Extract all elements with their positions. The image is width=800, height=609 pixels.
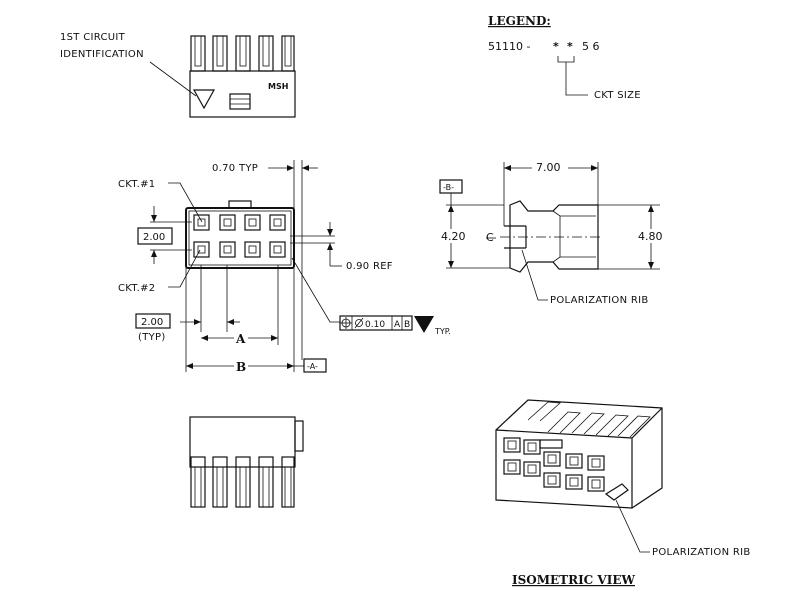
iso-cavities: [503, 437, 605, 492]
surface-triangle-icon: [414, 316, 434, 333]
legend-wildcard-2: *: [567, 40, 573, 53]
tolerance-datum-b: B: [404, 320, 410, 330]
centerline-symbol: C: [486, 231, 494, 244]
iso-latch: [539, 439, 563, 449]
first-circuit-label-1: 1ST CIRCUIT: [60, 32, 126, 43]
tolerance-datum-a: A: [394, 320, 401, 330]
first-circuit-leader: [149, 61, 197, 97]
bottom-view-body: [189, 416, 296, 468]
side-view: 7.00 -B- 4.20 C 4.80 POLARIZATION RIB: [438, 160, 668, 306]
isometric-view: POLARIZATION RIB ISOMETRIC VIEW: [495, 399, 751, 587]
datum-b: -B-: [443, 183, 454, 192]
front-view-cavities: [193, 214, 286, 258]
dim-height-right: 4.80: [638, 230, 663, 243]
iso-body: [495, 399, 663, 509]
ckt1-label: CKT.#1: [118, 179, 155, 190]
datum-a: -A-: [307, 362, 318, 371]
legend-code-suffix: 5 6: [582, 40, 600, 53]
legend-ckt-size: CKT SIZE: [594, 90, 641, 101]
top-view-terminals: [190, 35, 295, 72]
pitch-horizontal-box: [135, 313, 171, 329]
side-polarization-rib: POLARIZATION RIB: [550, 295, 649, 306]
ckt2-label: CKT.#2: [118, 283, 155, 294]
bottom-view: [189, 416, 304, 508]
first-circuit-label-2: IDENTIFICATION: [60, 49, 144, 60]
datum-a-box: [303, 358, 327, 373]
tolerance-value: 0.10: [365, 320, 385, 330]
pitch-horizontal: 2.00: [141, 317, 163, 328]
top-view: MSH 1ST CIRCUIT IDENTIFICATION: [60, 32, 296, 118]
bottom-view-terminals: [190, 456, 295, 508]
iso-polarization-rib: [604, 483, 629, 501]
dim-b: B: [236, 360, 246, 374]
legend-bracket: [557, 56, 575, 63]
housing-marking: MSH: [268, 82, 288, 91]
latch-window: [229, 93, 251, 110]
legend-wildcard-1: *: [553, 40, 559, 53]
iso-polarization-rib-label: POLARIZATION RIB: [652, 547, 751, 558]
legend-code-prefix: 51110 -: [488, 40, 530, 53]
legend-leader: [565, 62, 588, 96]
dim-070-typ: 0.70 TYP: [212, 163, 258, 174]
legend: LEGEND: 51110 - * * 5 6 CKT SIZE: [488, 14, 641, 101]
pitch-typ: (TYP): [138, 332, 166, 343]
dim-a: A: [235, 332, 246, 346]
front-view-body: [185, 207, 295, 269]
pitch-vertical-box: [137, 227, 173, 245]
dim-width: 7.00: [536, 161, 561, 174]
first-circuit-triangle-icon: [192, 89, 216, 110]
iso-view-title: ISOMETRIC VIEW: [512, 573, 635, 587]
tolerance-typ: TYP.: [434, 327, 451, 336]
iso-top-ribs: [527, 401, 651, 438]
dim-height-left: 4.20: [441, 230, 466, 243]
dim-090-ref: 0.90 REF: [346, 261, 393, 272]
diameter-symbol-icon: [355, 319, 363, 327]
pitch-vertical: 2.00: [143, 232, 165, 243]
legend-title: LEGEND:: [488, 14, 551, 28]
front-view: 0.70 TYP CKT.#1 CKT.#2 2.00 0.90 REF: [118, 160, 451, 374]
front-view-latch: [228, 200, 252, 209]
